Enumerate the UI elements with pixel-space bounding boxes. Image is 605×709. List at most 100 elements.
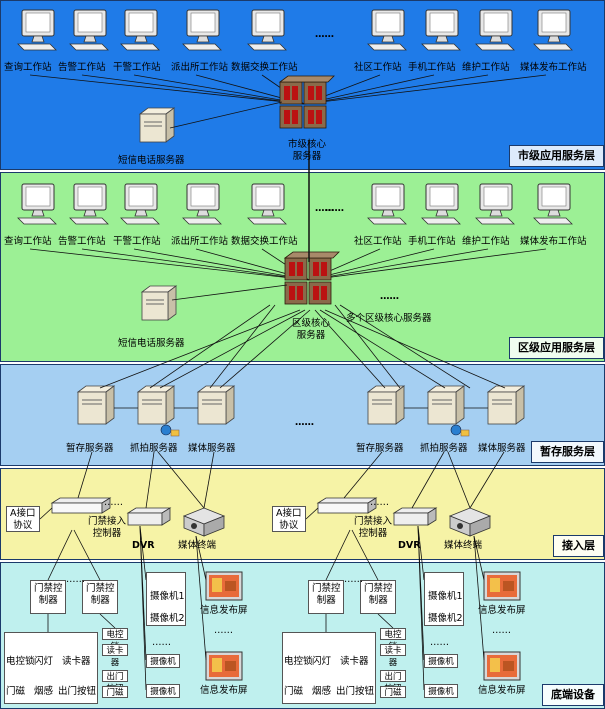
district-multi-label: 多个区级核心服务器 — [346, 313, 432, 324]
city-workstation-label-4: 数据交换工作站 — [231, 62, 298, 73]
storage-dots: …… — [295, 417, 314, 428]
access-right-door-access-label: 门禁接入 控制器 — [354, 516, 393, 539]
bottom-right-door-ctrl-1-box — [308, 580, 344, 614]
bottom-left-door-ctrl-1-box — [30, 580, 66, 614]
access-right-a-interface-label: A接口 协议 — [276, 508, 302, 531]
: …… — [214, 625, 233, 636]
access-left-door-access-label: 门禁接入 控制器 — [88, 516, 127, 539]
district-workstation-label-1: 告警工作站 — [58, 236, 106, 247]
layer-label-access: 接入层 — [553, 535, 604, 557]
bottom-right-door-ctrl-2-label: 门禁控 制器 — [364, 583, 393, 606]
bottom-left-info-screen-label-2: 信息发布屏 — [200, 685, 248, 696]
bottom-left-camera-label-1: 摄像机2 — [150, 613, 185, 624]
bottom-right-device-label-0: 电控锁 — [284, 656, 313, 667]
bottom-right-door-ctrl-2-box — [360, 580, 396, 614]
district-workstation-label-4: 数据交换工作站 — [231, 236, 298, 247]
: …… — [152, 637, 171, 648]
storage-right-server-label-2: 媒体服务器 — [478, 443, 526, 454]
bottom-left-device-label-5: 出门按钮 — [58, 686, 97, 697]
bottom-right-device-label-4: 烟感 — [312, 686, 332, 697]
storage-left-server-label-1: 抓拍服务器 — [130, 443, 178, 454]
storage-left-server-label-2: 媒体服务器 — [188, 443, 236, 454]
: …… — [370, 497, 389, 508]
bottom-left-camera-box-3: 摄像机 — [146, 684, 180, 698]
district-workstation-r-label-3: 媒体发布工作站 — [520, 236, 587, 247]
city-workstation-r-label-0: 社区工作站 — [354, 62, 402, 73]
: …… — [66, 574, 85, 585]
bottom-right-device-label-1: 闪灯 — [312, 656, 332, 667]
bottom-right-device-label-3: 门磁 — [284, 686, 304, 697]
bottom-left-device-label-0: 电控锁 — [6, 656, 35, 667]
bottom-left-camera-box-2: 摄像机 — [146, 654, 180, 668]
access-left-dvr-label: DVR — [132, 540, 155, 551]
city-workstation-label-2: 干警工作站 — [113, 62, 161, 73]
district-workstation-label-0: 查询工作站 — [4, 236, 52, 247]
bottom-right-small-box-1: 读卡器 — [380, 644, 406, 668]
district-ellipsis-2: …… — [325, 203, 344, 214]
bottom-right-info-screen-label-2: 信息发布屏 — [478, 685, 526, 696]
bottom-left-small-box-2: 出门按钮 — [102, 670, 128, 694]
district-workstation-r-label-0: 社区工作站 — [354, 236, 402, 247]
bottom-right-device-label-2: 读卡器 — [340, 656, 369, 667]
bottom-right-camera-panel — [424, 572, 464, 626]
layer-label-bottom: 底端设备 — [542, 684, 604, 706]
bottom-left-door-ctrl-2-label: 门禁控 制器 — [86, 583, 115, 606]
bottom-left-info-screen-label-1: 信息发布屏 — [200, 605, 248, 616]
city-sms-label: 短信电话服务器 — [118, 155, 185, 166]
bottom-left-device-label-4: 烟感 — [34, 686, 54, 697]
layer-label-district: 区级应用服务层 — [509, 337, 604, 359]
district-sms-label: 短信电话服务器 — [118, 338, 185, 349]
: …… — [104, 497, 123, 508]
district-workstation-label-2: 干警工作站 — [113, 236, 161, 247]
district-ellipsis: …… — [315, 203, 334, 214]
layer-label-storage: 暂存服务层 — [531, 441, 604, 463]
bottom-right-info-screen-label-1: 信息发布屏 — [478, 605, 526, 616]
city-ellipsis: …… — [315, 29, 334, 40]
bottom-left-device-label-3: 门磁 — [6, 686, 26, 697]
bottom-right-camera-label-0: 摄像机1 — [428, 591, 463, 602]
district-dots: …… — [380, 291, 399, 302]
access-left-media-terminal-label: 媒体终端 — [178, 540, 217, 551]
bottom-left-device-label-1: 闪灯 — [34, 656, 54, 667]
bottom-right-camera-box-2: 摄像机 — [424, 654, 458, 668]
city-core-label: 市级核心 服务器 — [288, 139, 327, 162]
access-right-dvr-label: DVR — [398, 540, 421, 551]
: …… — [344, 574, 363, 585]
district-workstation-label-3: 派出所工作站 — [171, 236, 229, 247]
bottom-left-camera-label-0: 摄像机1 — [150, 591, 185, 602]
city-workstation-r-label-2: 维护工作站 — [462, 62, 510, 73]
bottom-left-door-ctrl-1-label: 门禁控 制器 — [34, 583, 63, 606]
layer-label-city: 市级应用服务层 — [509, 145, 604, 167]
bottom-right-door-ctrl-1-label: 门禁控 制器 — [312, 583, 341, 606]
bottom-left-small-box-1: 读卡器 — [102, 644, 128, 668]
access-right-media-terminal-label: 媒体终端 — [444, 540, 483, 551]
bottom-left-camera-panel — [146, 572, 186, 626]
storage-left-server-label-0: 暂存服务器 — [66, 443, 114, 454]
: …… — [430, 637, 449, 648]
bottom-right-device-panel — [282, 632, 376, 704]
bottom-right-camera-label-1: 摄像机2 — [428, 613, 463, 624]
bottom-left-device-panel — [4, 632, 98, 704]
bottom-right-camera-box-3: 摄像机 — [424, 684, 458, 698]
bottom-right-small-box-3: 门磁 — [380, 686, 406, 698]
bottom-right-device-label-5: 出门按钮 — [336, 686, 375, 697]
district-workstation-r-label-1: 手机工作站 — [408, 236, 456, 247]
bottom-right-small-box-2: 出门按钮 — [380, 670, 406, 694]
storage-right-server-label-0: 暂存服务器 — [356, 443, 404, 454]
district-workstation-r-label-2: 维护工作站 — [462, 236, 510, 247]
: …… — [492, 625, 511, 636]
city-workstation-r-label-3: 媒体发布工作站 — [520, 62, 587, 73]
bottom-left-small-box-3: 门磁 — [102, 686, 128, 698]
city-workstation-label-1: 告警工作站 — [58, 62, 106, 73]
access-right-a-interface-box — [272, 506, 306, 532]
district-core-label: 区级核心 服务器 — [292, 318, 331, 341]
bottom-left-device-label-2: 读卡器 — [62, 656, 91, 667]
bottom-right-small-box-0: 电控锁 — [380, 628, 406, 652]
access-left-a-interface-label: A接口 协议 — [10, 508, 36, 531]
storage-right-server-label-1: 抓拍服务器 — [420, 443, 468, 454]
city-workstation-r-label-1: 手机工作站 — [408, 62, 456, 73]
city-workstation-label-3: 派出所工作站 — [171, 62, 229, 73]
bottom-left-small-box-0: 电控锁 — [102, 628, 128, 652]
bottom-left-door-ctrl-2-box — [82, 580, 118, 614]
city-workstation-label-0: 查询工作站 — [4, 62, 52, 73]
